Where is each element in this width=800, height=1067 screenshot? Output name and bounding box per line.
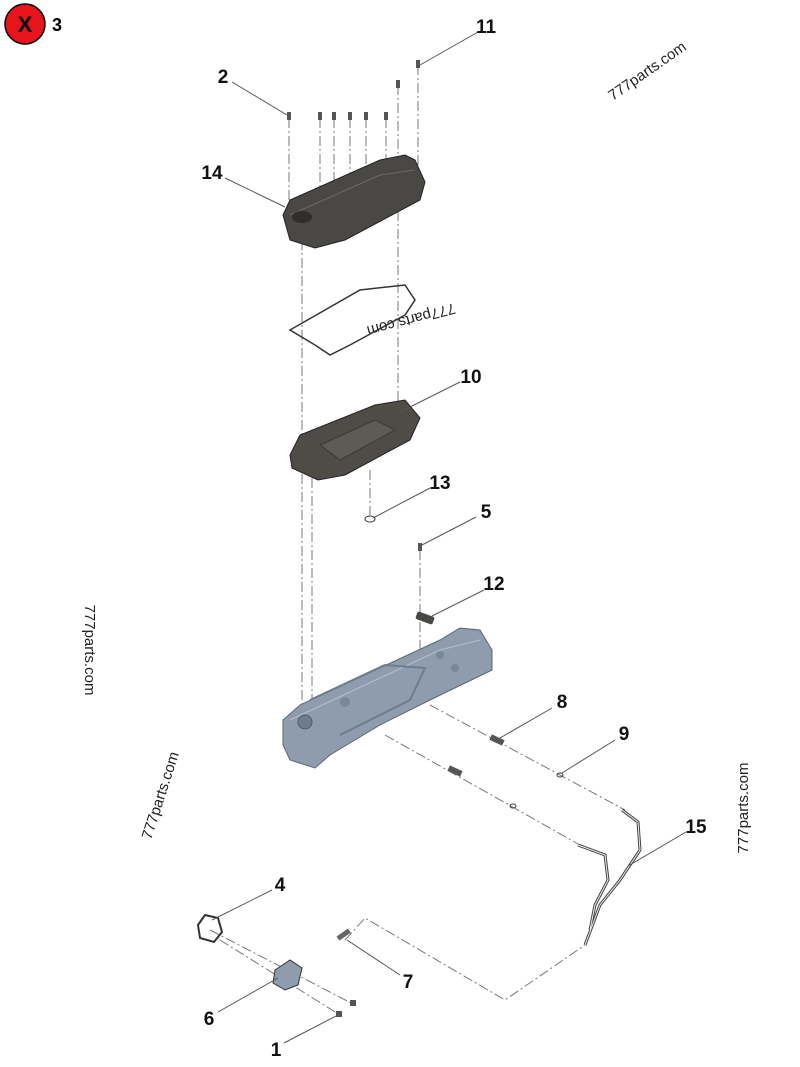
callout-8[interactable]: 8: [557, 692, 568, 713]
callout-5[interactable]: 5: [481, 502, 492, 523]
part-5-screw[interactable]: [418, 543, 422, 551]
callout-1[interactable]: 1: [271, 1040, 282, 1061]
part-13-o-ring[interactable]: [364, 515, 376, 523]
assembly-axes: [209, 65, 626, 1016]
watermark: 777parts.com: [735, 763, 752, 854]
bolt-set[interactable]: [287, 60, 420, 120]
close-badge-circle[interactable]: [4, 3, 46, 45]
part-14-top-cover[interactable]: [282, 154, 426, 249]
callout-6[interactable]: 6: [204, 1009, 215, 1030]
leader-lines: [211, 31, 687, 1044]
close-icon[interactable]: X: [18, 12, 33, 37]
part-12-sensor[interactable]: [415, 611, 435, 625]
callout-15[interactable]: 15: [685, 817, 707, 838]
part-8-fitting[interactable]: [489, 734, 505, 746]
callout-14[interactable]: 14: [201, 163, 223, 184]
diagram-page-number: 3: [52, 15, 62, 35]
watermark: 777parts.com: [605, 38, 689, 104]
part-1-bolt[interactable]: [350, 1000, 356, 1006]
watermark: 777parts.com: [139, 750, 183, 842]
part-8-fitting[interactable]: [447, 765, 463, 777]
part-9-seal[interactable]: [556, 772, 564, 778]
part-6-bracket[interactable]: [272, 959, 303, 991]
callout-2[interactable]: 2: [218, 67, 229, 88]
callout-12[interactable]: 12: [483, 574, 504, 595]
part-15-pipes[interactable]: [577, 808, 642, 946]
gasket[interactable]: [288, 284, 416, 356]
part-9-seal[interactable]: [509, 803, 517, 809]
close-badge[interactable]: X: [4, 3, 46, 45]
callout-7[interactable]: 7: [403, 972, 414, 993]
callout-13[interactable]: 13: [429, 473, 450, 494]
main-housing[interactable]: [282, 627, 493, 769]
part-10-filter[interactable]: [289, 399, 421, 481]
part-4-gasket[interactable]: [196, 913, 224, 944]
callout-10[interactable]: 10: [460, 367, 481, 388]
part-1-bolt[interactable]: [336, 1011, 342, 1017]
callout-11[interactable]: 11: [476, 17, 497, 38]
part-7-stud[interactable]: [336, 928, 351, 941]
watermark: 777parts.com: [81, 605, 98, 696]
callout-4[interactable]: 4: [275, 875, 286, 896]
callout-9[interactable]: 9: [619, 724, 630, 745]
